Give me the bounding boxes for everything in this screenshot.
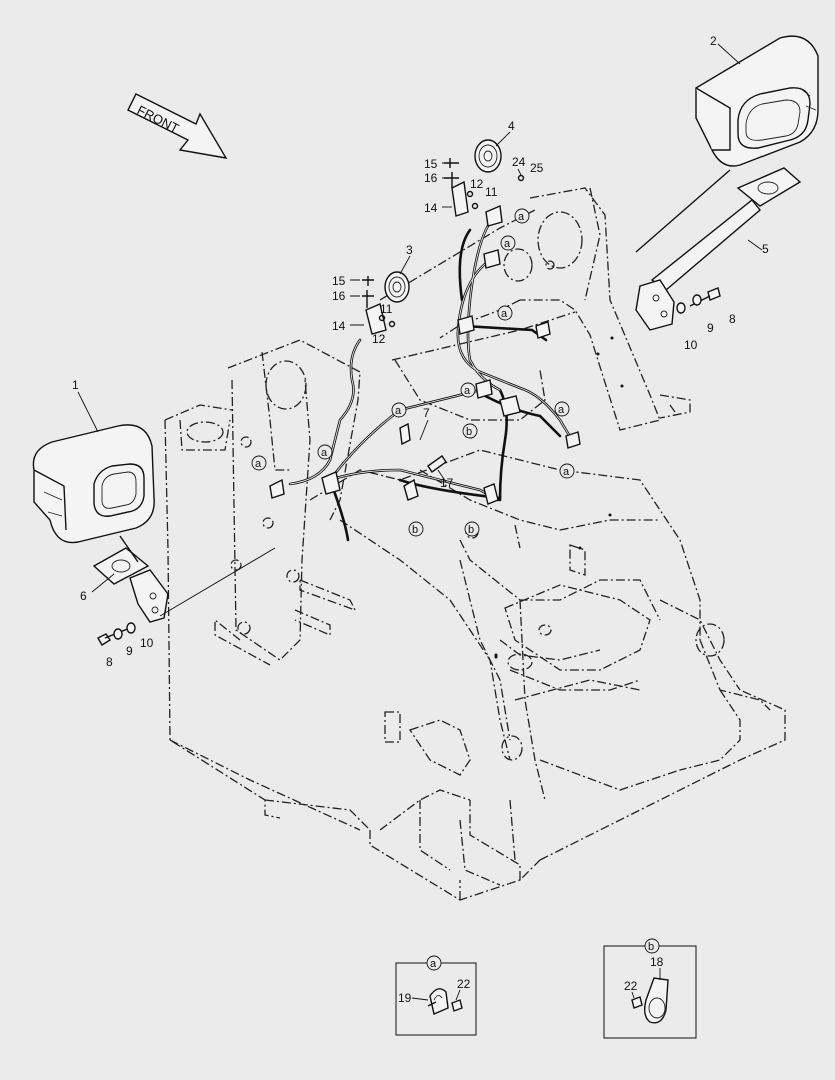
- detail-box-a: a 19 22: [395, 955, 477, 1036]
- label-9-right: 9: [707, 321, 714, 335]
- svg-text:a: a: [464, 385, 471, 397]
- detail-box-b: b 18 22: [603, 938, 697, 1039]
- label-15-mid: 15: [332, 274, 346, 288]
- label-8-left: 8: [106, 655, 113, 669]
- label-11-top: 11: [485, 185, 498, 199]
- label-9-left: 9: [126, 644, 133, 658]
- callout-a: a: [559, 463, 575, 479]
- label-17: 17: [440, 476, 454, 490]
- callouts-b: b b b: [408, 423, 480, 537]
- label-12-top: 12: [470, 177, 484, 191]
- label-12-mid: 12: [372, 332, 386, 346]
- callout-a: a: [514, 208, 530, 224]
- svg-text:a: a: [321, 447, 328, 459]
- detail-a-label-19: 19: [398, 991, 412, 1005]
- work-light-left[interactable]: [32, 424, 155, 544]
- bolt-22-detail-b: [631, 996, 643, 1009]
- label-10-left: 10: [140, 636, 154, 650]
- svg-text:a: a: [563, 466, 570, 478]
- label-11-mid: 11: [380, 302, 393, 316]
- loader-frame-outline: [164, 187, 786, 901]
- label-10-right: 10: [684, 338, 698, 352]
- label-2: 2: [710, 34, 717, 48]
- front-direction-arrow: FRONT: [127, 93, 228, 159]
- label-4: 4: [508, 119, 515, 133]
- svg-text:a: a: [558, 404, 565, 416]
- callout-a: a: [251, 455, 267, 471]
- label-14-mid: 14: [332, 319, 346, 333]
- callout-b: b: [464, 521, 480, 537]
- horn-3[interactable]: [365, 271, 410, 335]
- callout-a: a: [460, 382, 476, 398]
- light-bracket-right[interactable]: [635, 167, 802, 331]
- detail-b-label-22: 22: [624, 979, 638, 993]
- label-3: 3: [406, 243, 413, 257]
- light-bracket-left[interactable]: [92, 535, 169, 623]
- callout-a: a: [391, 402, 407, 418]
- callout-b: b: [408, 521, 424, 537]
- callouts-a: a a a a a a a a a: [251, 208, 575, 479]
- label-8-right: 8: [729, 312, 736, 326]
- label-16-top: 16: [424, 171, 438, 185]
- svg-text:a: a: [395, 405, 402, 417]
- detail-a-label-22: 22: [457, 977, 471, 991]
- label-15-top: 15: [424, 157, 438, 171]
- bolt-washers-right[interactable]: [676, 287, 721, 314]
- detail-b-label-18: 18: [650, 955, 664, 969]
- cable-clamp-18: [643, 977, 669, 1024]
- callout-b: b: [462, 423, 478, 439]
- label-25: 25: [530, 161, 544, 175]
- label-6: 6: [80, 589, 87, 603]
- leader-lines: [77, 43, 763, 593]
- svg-text:b: b: [468, 524, 474, 536]
- bolt-22-detail-a: [451, 999, 463, 1012]
- callout-a: a: [317, 444, 333, 460]
- detail-b-header: b: [648, 941, 654, 953]
- bolt-washers-left[interactable]: [97, 547, 276, 646]
- callout-a: a: [554, 401, 570, 417]
- svg-text:a: a: [518, 211, 525, 223]
- label-7: 7: [423, 406, 430, 420]
- work-light-right[interactable]: [695, 35, 819, 167]
- label-24: 24: [512, 155, 526, 169]
- callout-a: a: [500, 235, 516, 251]
- svg-text:b: b: [466, 426, 472, 438]
- label-14-top: 14: [424, 201, 438, 215]
- callout-a: a: [497, 305, 513, 321]
- svg-text:a: a: [504, 238, 511, 250]
- label-5: 5: [762, 242, 769, 256]
- horn-hardware[interactable]: [362, 158, 525, 328]
- wiring-harness[interactable]: [269, 204, 581, 542]
- label-16-mid: 16: [332, 289, 346, 303]
- detail-a-header: a: [430, 958, 437, 970]
- svg-text:b: b: [412, 524, 418, 536]
- svg-text:a: a: [501, 308, 508, 320]
- svg-text:a: a: [255, 458, 262, 470]
- cable-clip-19: [429, 988, 449, 1015]
- label-1: 1: [72, 378, 79, 392]
- part-number-labels: 1 2 3 4 5 6 7 8 8 9 9 10 10 11 11 12 12 …: [72, 34, 769, 669]
- horn-4[interactable]: [451, 139, 502, 217]
